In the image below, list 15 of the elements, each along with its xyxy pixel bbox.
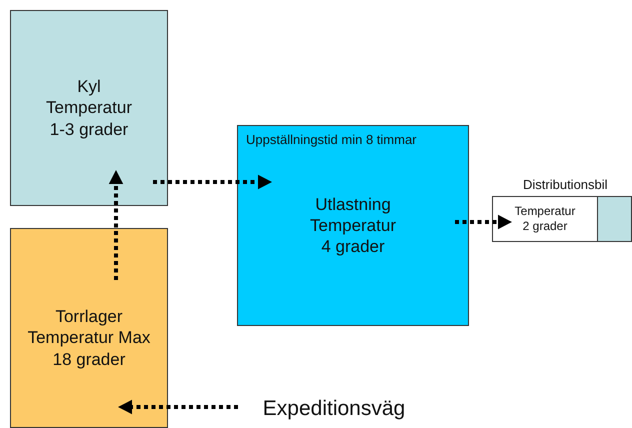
node-text: Kyl Temperatur 1-3 grader	[45, 76, 133, 140]
heading: Uppställningstid min 8 timmar	[246, 132, 417, 148]
node-text: Utlastning Temperatur 4 grader	[309, 194, 397, 258]
route-label: Expeditionsväg	[244, 394, 424, 424]
dotted-arrow	[118, 400, 238, 414]
vehicle-caption: Distributionsbil	[523, 177, 608, 194]
storage-box	[10, 10, 168, 206]
dotted-arrow	[108, 170, 124, 280]
loading-box	[237, 125, 469, 326]
dotted-arrow	[455, 214, 512, 230]
node-text: Torrlager Temperatur Max 18 grader	[26, 306, 152, 370]
node-text: Temperatur 2 grader	[514, 204, 576, 234]
storage-box	[10, 228, 168, 428]
dotted-arrow	[153, 174, 272, 190]
truck-cargo-box	[597, 196, 632, 242]
